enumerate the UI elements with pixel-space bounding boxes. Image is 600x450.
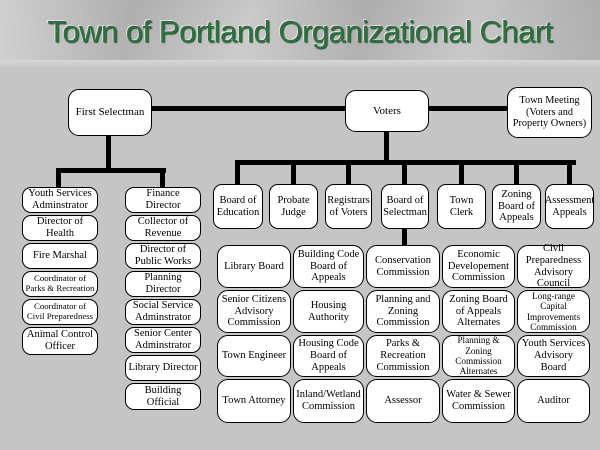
stub-registrars xyxy=(346,160,351,187)
connector-voters-townmeeting xyxy=(388,106,513,111)
node-water-sewer-commission: Water & Sewer Commission xyxy=(442,379,515,423)
node-town-clerk: Town Clerk xyxy=(437,184,486,229)
node-fire-marshal: Fire Marshal xyxy=(22,243,98,269)
node-library-director: Library Director xyxy=(125,355,201,381)
node-director-of-public-works: Director of Public Works xyxy=(125,243,201,269)
node-first-selectman: First Selectman xyxy=(68,89,152,136)
bracket-selectman-left-stub xyxy=(56,168,61,189)
node-long-range-capital-improvements-commission: Long-range Capital Improvements Commissi… xyxy=(517,290,590,333)
page-title: Town of Portland Organizational Chart xyxy=(47,14,553,49)
stub-assessment-appeals xyxy=(567,160,572,187)
stub-probate-judge xyxy=(291,160,296,187)
node-director-of-health: Director of Health xyxy=(22,215,98,241)
node-assessor: Assessor xyxy=(366,379,440,423)
stub-zoning-board xyxy=(514,160,519,187)
node-town-engineer: Town Engineer xyxy=(217,335,291,377)
node-senior-center-adminstrator: Senior Center Adminstrator xyxy=(125,327,201,353)
node-collector-of-revenue: Collector of Revenue xyxy=(125,215,201,241)
connector-selectman-voters xyxy=(108,106,388,111)
connector-selectman-down xyxy=(106,134,111,172)
stub-board-of-education xyxy=(235,160,240,187)
node-inland-wetland-commission: Inland/Wetland Commission xyxy=(293,379,364,423)
node-board-of-education: Board of Education xyxy=(213,184,263,229)
node-building-code-board-of-appeals: Building Code Board of Appeals xyxy=(293,245,364,288)
connector-voters-down xyxy=(384,130,389,164)
node-zoning-board-of-appeals: Zoning Board of Appeals xyxy=(492,184,541,229)
node-town-meeting: Town Meeting (Voters and Property Owners… xyxy=(507,87,592,138)
stub-board-of-selectman xyxy=(402,160,407,187)
node-youth-services-advisory-board: Youth Services Advisory Board xyxy=(517,335,590,377)
stub-town-clerk xyxy=(459,160,464,187)
node-board-of-selectman: Board of Selectman xyxy=(381,184,429,229)
node-senior-citizens-advisory-commission: Senior Citizens Advisory Commission xyxy=(217,290,291,333)
node-civil-preparedness-advisory-council: Civil Preparedness Advisory Council xyxy=(517,243,590,289)
node-conservation-commission: Conservation Commission xyxy=(366,245,440,288)
node-parks-recreation-commission: Parks & Recreation Commission xyxy=(366,335,440,377)
node-coordinator-civil-preparedness: Coordinator of Civil Preparedness xyxy=(22,299,98,325)
connector-boards-grid xyxy=(402,226,407,248)
node-planning-and-zoning-commission: Planning and Zoning Commission xyxy=(366,290,440,333)
title-banner xyxy=(0,0,600,66)
node-registrars-of-voters: Registrars of Voters xyxy=(325,184,372,229)
node-housing-code-board-of-appeals: Housing Code Board of Appeals xyxy=(293,335,364,377)
node-planning-zoning-commission-alternates: Planning & Zoning Commission Alternates xyxy=(442,335,515,377)
node-economic-development-commission: Economic Developement Commission xyxy=(442,245,515,288)
node-planning-director: Planning Director xyxy=(125,271,201,297)
node-finance-director: Finance Director xyxy=(125,187,201,213)
node-voters: Voters xyxy=(345,90,429,132)
bracket-selectman-right-stub xyxy=(160,168,165,189)
node-library-board: Library Board xyxy=(217,245,291,288)
node-auditor: Auditor xyxy=(517,379,590,423)
node-zoning-board-of-appeals-alternates: Zoning Board of Appeals Alternates xyxy=(442,290,515,333)
node-town-attorney: Town Attorney xyxy=(217,379,291,423)
node-building-official: Building Official xyxy=(125,383,201,410)
node-housing-authority: Housing Authority xyxy=(293,290,364,333)
node-coordinator-parks-recreation: Coordinator of Parks & Recreation xyxy=(22,271,98,297)
node-animal-control-officer: Animal Control Officer xyxy=(22,327,98,355)
node-youth-services-adminstrator: Youth Services Adminstrator xyxy=(22,187,98,213)
banner-divider xyxy=(0,60,600,69)
node-social-service-adminstrator: Social Service Adminstrator xyxy=(125,299,201,325)
node-probate-judge: Probate Judge xyxy=(269,184,318,229)
node-assessment-appeals: Assessment Appeals xyxy=(545,184,594,229)
bracket-selectman-horizontal xyxy=(56,168,166,173)
